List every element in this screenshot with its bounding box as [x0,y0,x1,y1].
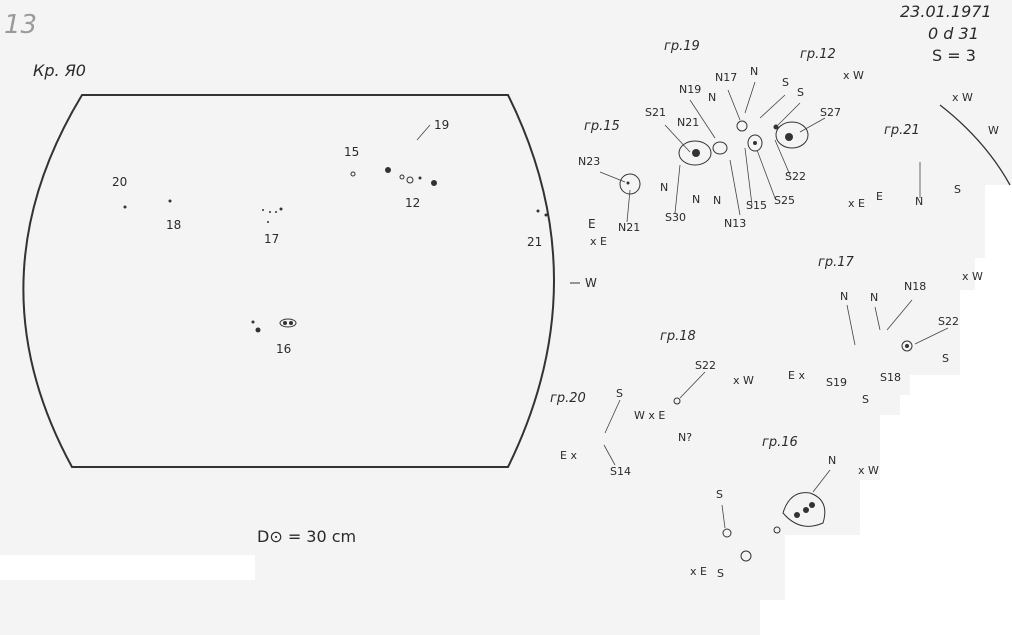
disk-direction-east: E [588,217,596,231]
polarity-label: S14 [610,465,631,478]
polarity-label: S22 [785,170,806,183]
compass-mark: x W [858,464,879,477]
polarity-label: E [876,190,883,203]
polarity-label: S [616,387,623,400]
polarity-label: N13 [724,217,747,230]
polarity-label: N [750,65,759,78]
group-label: гр.19 [664,39,700,54]
sheet-number: 13 [4,10,38,40]
solar-disk-outline [22,94,555,468]
compass-mark: E x [560,449,577,462]
compass-mark: E x [788,369,805,382]
group-label: гр.16 [762,435,798,450]
group-label: гр.18 [660,329,696,344]
polarity-label: N [870,291,879,304]
polarity-label: S [797,86,804,99]
header-label: Кр. Я0 [33,61,86,80]
compass-mark: x E [690,565,707,578]
polarity-label: N? [678,431,693,444]
group-label: гр.12 [800,47,836,62]
compass-mark: x W [952,91,973,104]
disk-group-number: 19 [434,118,450,132]
group-label: гр.20 [550,391,586,406]
disk-group-number: 17 [264,232,280,246]
polarity-label: N [828,454,837,467]
polarity-label: S18 [880,371,901,384]
disk-group-number: 18 [166,218,182,232]
polarity-label: W [988,124,999,137]
observation-date: 23.01.1971 [900,2,992,21]
polarity-label: N [915,195,924,208]
polarity-label: S15 [746,199,767,212]
polarity-label: S [954,183,961,196]
polarity-label: S [942,352,949,365]
compass-mark: x W [843,69,864,82]
polarity-label: N23 [578,155,601,168]
disk-group-number: 16 [276,342,292,356]
polarity-label: S27 [820,106,841,119]
polarity-label: S25 [774,194,795,207]
polarity-label: S30 [665,211,686,224]
disk-group-number: 21 [527,235,543,249]
limb-arc [939,104,1011,186]
polarity-label: N [713,194,722,207]
disk-diameter: D⊙ = 30 cm [257,527,357,546]
seeing-value: S = 3 [932,46,976,65]
group-label: гр.17 [818,255,854,270]
compass-mark: x W [733,374,754,387]
disk-group-number: 12 [405,196,421,210]
polarity-label: S [862,393,869,406]
polarity-label: N18 [904,280,927,293]
disk-group-number: 20 [112,175,128,189]
polarity-label: N [840,290,849,303]
polarity-label: S22 [938,315,959,328]
disk-direction-west: W [585,276,597,290]
group-label: гр.21 [884,123,920,138]
polarity-label: N [660,181,669,194]
compass-mark: x E [590,235,607,248]
polarity-label: S [782,76,789,89]
polarity-label: S21 [645,106,666,119]
polarity-label: S [717,567,724,580]
observation-time: 0 d 31 [928,24,979,43]
polarity-label: N19 [679,83,702,96]
polarity-label: S19 [826,376,847,389]
polarity-label: N21 [677,116,700,129]
group-label: гр.15 [584,119,620,134]
compass-mark: W x E [634,409,666,422]
polarity-label: N21 [618,221,641,234]
polarity-label: N17 [715,71,738,84]
polarity-label: S22 [695,359,716,372]
compass-mark: x E [848,197,865,210]
polarity-label: N [708,91,717,104]
disk-group-number: 15 [344,145,360,159]
compass-mark: x W [962,270,983,283]
polarity-label: N [692,193,701,206]
polarity-label: S [716,488,723,501]
leader-lines [416,81,949,529]
